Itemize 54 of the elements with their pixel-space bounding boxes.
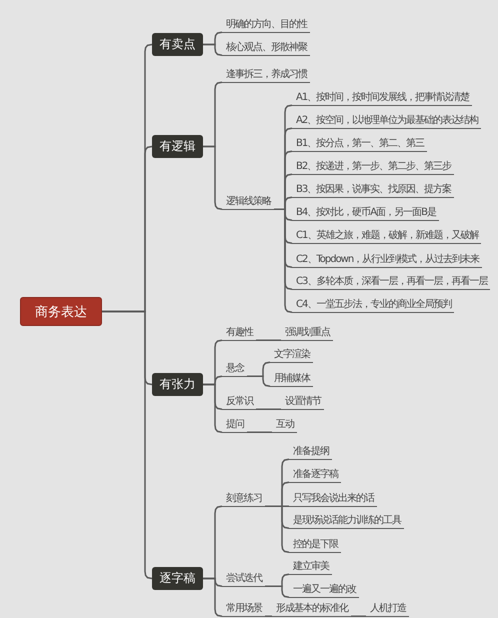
branch-line xyxy=(203,146,222,210)
subtopic-text: 建立审美 xyxy=(289,560,332,575)
subtopic-text: B4、按对比，硬币A面，另一面B是 xyxy=(292,206,439,221)
branch-line xyxy=(247,376,270,387)
subtopic-text: 反常识 xyxy=(222,395,256,410)
branch-topic-box: 有张力 xyxy=(152,373,203,396)
subtopic-text: 设置情节 xyxy=(281,395,324,410)
branch-line xyxy=(274,208,292,313)
subtopic-text: 形成基本的标准化 xyxy=(272,602,351,617)
branch-line xyxy=(256,340,281,341)
subtopic-text: B1、按分点，第一、第二、第三 xyxy=(292,137,428,152)
subtopic-text: 尝试迭代 xyxy=(222,572,265,587)
branch-line xyxy=(102,310,152,580)
branch-topic-box: 有卖点 xyxy=(152,33,203,56)
subtopic-text: 强调划重点 xyxy=(281,326,333,341)
subtopic-text: 只写我会说出来的话 xyxy=(289,492,377,507)
subtopic-text: 悬念 xyxy=(222,362,247,377)
subtopic-text: 一遍又一遍的改 xyxy=(289,583,359,598)
branch-line xyxy=(351,616,366,617)
branch-line xyxy=(265,506,290,553)
branch-line xyxy=(265,616,272,617)
subtopic-text: A1、按时间，按时间发展线，把事情说清楚 xyxy=(292,91,472,106)
subtopic-text: 控的是下限 xyxy=(289,538,341,553)
subtopic-text: 核心观点、形散神聚 xyxy=(222,41,310,56)
branch-line xyxy=(203,44,222,56)
subtopic-text: C2、Topdown，从行业到模式，从过去到未来 xyxy=(292,253,482,268)
root-topic-box: 商务表达 xyxy=(20,297,102,326)
subtopic-text: 明确的方向、目的性 xyxy=(222,18,310,33)
subtopic-text: 逻辑线策略 xyxy=(222,195,274,210)
subtopic-text: 用辅媒体 xyxy=(270,372,313,387)
subtopic-text: B3、按因果，说事实、找原因、提方案 xyxy=(292,183,454,198)
subtopic-text: 刻意练习 xyxy=(222,492,265,507)
subtopic-text: A2、按空间，以地理单位为最基础的表达结构 xyxy=(292,114,482,129)
branch-line xyxy=(265,586,290,598)
branch-line xyxy=(203,578,222,617)
subtopic-text: 文字渲染 xyxy=(270,348,313,363)
subtopic-text: B2、按递进，第一步、第二步、第三步 xyxy=(292,160,454,175)
branch-topic-box: 有逻辑 xyxy=(152,135,203,158)
subtopic-text: 是现场说话能力训练的工具 xyxy=(289,514,404,529)
subtopic-text: C1、英雄之旅，难题，破解，新难题，又破解 xyxy=(292,229,482,244)
subtopic-text: 准备提纲 xyxy=(289,445,332,460)
subtopic-text: 人机打造 xyxy=(366,602,409,617)
subtopic-text: 逢事拆三，养成习惯 xyxy=(222,68,310,83)
branch-topic-box: 逐字稿 xyxy=(152,567,203,590)
subtopic-text: 常用场景 xyxy=(222,602,265,617)
subtopic-text: C4、一堂五步法，专业的商业全局预判 xyxy=(292,298,454,313)
branch-line xyxy=(256,408,281,410)
branch-line xyxy=(203,384,222,433)
subtopic-text: 准备逐字稿 xyxy=(289,468,341,483)
subtopic-text: C3、多轮本质，深看一层，再看一层，再看一层 xyxy=(292,275,490,290)
subtopic-text: 提问 xyxy=(222,418,247,433)
branch-line xyxy=(247,432,272,433)
subtopic-text: 互动 xyxy=(272,418,297,433)
subtopic-text: 有趣性 xyxy=(222,326,256,341)
